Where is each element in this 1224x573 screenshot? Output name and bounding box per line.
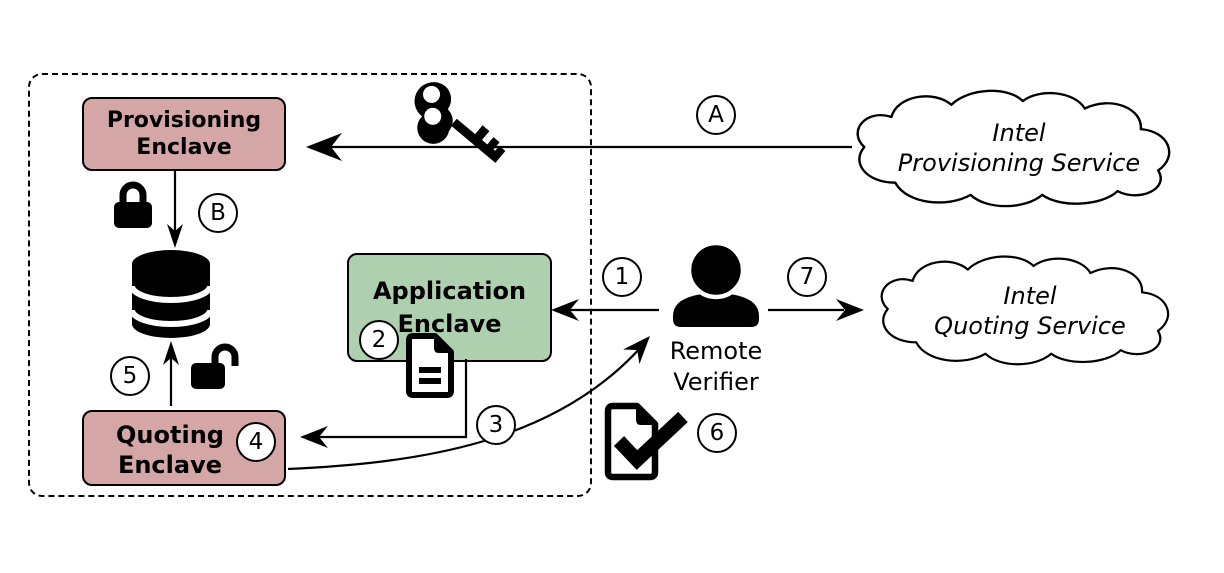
step-badge-a: A: [696, 95, 736, 135]
step-label: 2: [371, 327, 387, 353]
step-badge-1: 1: [602, 257, 642, 297]
step-badge-2: 2: [359, 320, 399, 360]
remote-verifier-line2: Verifier: [673, 368, 759, 396]
cloud-line-1: Intel: [1003, 282, 1057, 310]
provisioning-enclave-line2: Enclave: [136, 135, 232, 160]
step-badge-5: 5: [110, 356, 150, 396]
lock-open-icon: [191, 343, 239, 389]
database-icon: [131, 250, 211, 338]
intel-quoting-service-cloud: [880, 255, 1170, 366]
step-badge-4: 4: [236, 422, 276, 462]
intel-provisioning-service-label: Intel Provisioning Service: [845, 118, 1193, 178]
application-enclave-line2: Enclave: [397, 309, 502, 338]
platform-boundary: [28, 73, 592, 497]
quoting-enclave-line1: Quoting: [116, 421, 224, 449]
cloud-line-2: Quoting Service: [934, 312, 1126, 340]
intel-quoting-service-label: Intel Quoting Service: [870, 281, 1190, 341]
application-enclave-line1: Application: [372, 276, 527, 305]
step-badge-b: B: [198, 193, 238, 233]
cloud-line-1: Intel: [992, 119, 1046, 147]
lock-closed-icon: [114, 181, 152, 228]
remote-verifier-line1: Remote: [669, 337, 763, 365]
person-icon: [673, 241, 759, 327]
quoting-enclave-line2: Enclave: [117, 451, 223, 479]
step-label: 5: [122, 363, 138, 389]
step-label: 3: [488, 412, 504, 438]
cloud-line-2: Provisioning Service: [897, 149, 1141, 177]
remote-verifier-label: Remote Verifier: [646, 336, 786, 398]
step-label: 7: [799, 264, 815, 290]
step-badge-6: 6: [697, 413, 737, 453]
step-label: B: [210, 200, 226, 226]
step-label: 6: [709, 420, 725, 446]
key-icon: [414, 82, 506, 163]
intel-provisioning-service-cloud: [856, 89, 1171, 208]
step-label: 4: [248, 429, 264, 455]
step-badge-3: 3: [476, 405, 516, 445]
step-label: A: [708, 102, 724, 128]
document-icon: [406, 333, 454, 398]
step-badge-7: 7: [787, 257, 827, 297]
document-check-icon: [604, 402, 688, 481]
provisioning-enclave-box: Provisioning Enclave: [82, 97, 286, 171]
provisioning-enclave-line1: Provisioning: [106, 108, 262, 133]
step-label: 1: [614, 264, 630, 290]
